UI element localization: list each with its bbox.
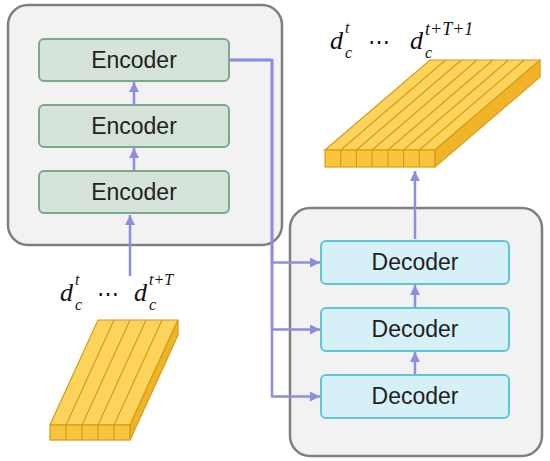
data-flow-arrow: [414, 285, 417, 307]
subscript: c: [75, 297, 82, 313]
tensor-stripe: [98, 320, 146, 425]
subscript: c: [149, 297, 156, 313]
data-flow-arrow: [133, 148, 136, 170]
tensor-cell: [65, 425, 66, 440]
tensor-stripe: [404, 60, 509, 150]
subscript: c: [345, 45, 352, 61]
tensor-side: [435, 60, 540, 167]
tensor-stripe: [388, 60, 493, 150]
tensor-cell: [372, 150, 373, 167]
box-label: Decoder: [372, 316, 459, 343]
tensor-cell: [113, 425, 114, 440]
tensor-front: [325, 150, 435, 167]
variable-symbol: d: [60, 280, 73, 306]
ellipsis: ⋯: [368, 31, 390, 53]
box-label: Encoder: [91, 47, 177, 74]
tensor-front: [50, 425, 130, 440]
tensor-cell: [419, 150, 420, 167]
tensor-cell: [81, 425, 82, 440]
encoder-group: [8, 5, 282, 245]
data-flow-arrow: [230, 60, 320, 263]
decoder-box: Decoder: [320, 374, 510, 419]
tensor-cell: [356, 150, 357, 167]
tensor-cell: [387, 150, 388, 167]
tensor-stripe: [114, 320, 162, 425]
input-tensor: [50, 320, 178, 440]
superscript: t: [75, 272, 79, 288]
tensor-stripe: [356, 60, 461, 150]
encoder-box: Encoder: [38, 104, 230, 148]
tensor-stripe: [66, 320, 114, 425]
superscript: t+T+1: [425, 20, 473, 38]
output-arrow: [414, 171, 417, 239]
ellipsis: ⋯: [97, 283, 119, 305]
box-label: Encoder: [91, 113, 177, 140]
output-tensor: [325, 60, 540, 167]
superscript: t+T: [149, 272, 173, 288]
box-label: Decoder: [372, 249, 459, 276]
encoder-box: Encoder: [38, 170, 230, 214]
encoder-box: Encoder: [38, 38, 230, 82]
box-label: Decoder: [372, 383, 459, 410]
data-flow-arrow: [230, 60, 320, 397]
tensor-stripe: [419, 60, 524, 150]
tensor-stripe: [341, 60, 446, 150]
subscript: c: [425, 45, 432, 61]
variable-symbol: d: [410, 28, 423, 54]
decoder-group: [290, 208, 542, 456]
variable-symbol: d: [330, 28, 343, 54]
input-arrow: [129, 215, 132, 276]
variable-symbol: d: [134, 280, 147, 306]
decoder-box: Decoder: [320, 307, 510, 352]
data-flow-arrow: [133, 82, 136, 104]
tensor-stripe: [82, 320, 130, 425]
box-label: Encoder: [91, 179, 177, 206]
data-flow-arrow: [414, 352, 417, 374]
decoder-box: Decoder: [320, 240, 510, 285]
superscript: t: [345, 20, 349, 36]
tensor-cell: [340, 150, 341, 167]
tensor-cell: [403, 150, 404, 167]
tensor-cell: [97, 425, 98, 440]
tensor-stripe: [372, 60, 477, 150]
data-flow-arrow: [230, 60, 320, 330]
